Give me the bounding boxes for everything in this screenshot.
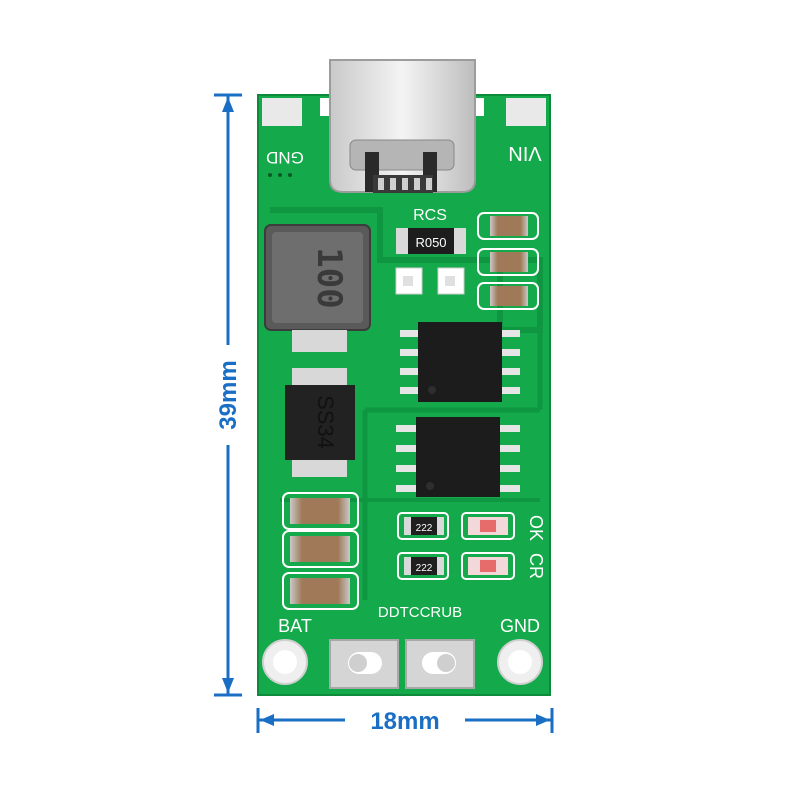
- vin-top-pad: [506, 98, 546, 126]
- resistor-marking: R050: [415, 235, 446, 250]
- silkscreen-rcs: RCS: [413, 207, 447, 224]
- capacitor: [477, 282, 539, 310]
- small-resistor-2-marking: 222: [416, 563, 433, 574]
- capacitor: [477, 248, 539, 276]
- schottky-diode: SS34: [285, 368, 355, 477]
- power-inductor: 100: [264, 224, 371, 352]
- pcb-board: GND VIN RCS R050: [257, 59, 551, 696]
- small-resistor-2: 222: [397, 552, 449, 580]
- silkscreen-brand: DDTCCRUB: [378, 604, 462, 621]
- height-label: 39mm: [215, 360, 242, 429]
- small-resistor-1-marking: 222: [416, 523, 433, 534]
- capacitor: [282, 572, 359, 610]
- status-led-ok: [461, 512, 515, 540]
- current-sense-resistor: R050: [396, 228, 466, 254]
- ic-chip-2: [396, 417, 520, 497]
- ic-chip-1: [400, 322, 520, 402]
- small-resistor-1: 222: [397, 512, 449, 540]
- capacitor: [282, 530, 359, 568]
- silkscreen-gnd-top: GND: [266, 148, 304, 167]
- inductor-marking: 100: [309, 247, 349, 308]
- bat-solder-pad: [329, 639, 399, 689]
- capacitor: [282, 492, 359, 530]
- height-dimension: 39mm: [212, 93, 244, 697]
- gnd-solder-pad: [405, 639, 475, 689]
- capacitor: [477, 212, 539, 240]
- silkscreen-bat: BAT: [278, 616, 312, 636]
- silkscreen-ok: OK: [526, 515, 546, 541]
- bat-mounting-hole: [262, 639, 308, 685]
- status-led-cr: [461, 552, 515, 580]
- width-label: 18mm: [370, 708, 439, 735]
- usb-c-connector: [320, 59, 484, 193]
- diode-marking: SS34: [313, 395, 338, 449]
- silkscreen-gnd-bottom: GND: [500, 616, 540, 636]
- width-dimension: 18mm: [256, 705, 554, 735]
- silkscreen-vin: VIN: [508, 142, 541, 164]
- gnd-mounting-hole: [497, 639, 543, 685]
- silkscreen-cr: CR: [526, 553, 546, 579]
- gnd-top-pad: [262, 98, 302, 126]
